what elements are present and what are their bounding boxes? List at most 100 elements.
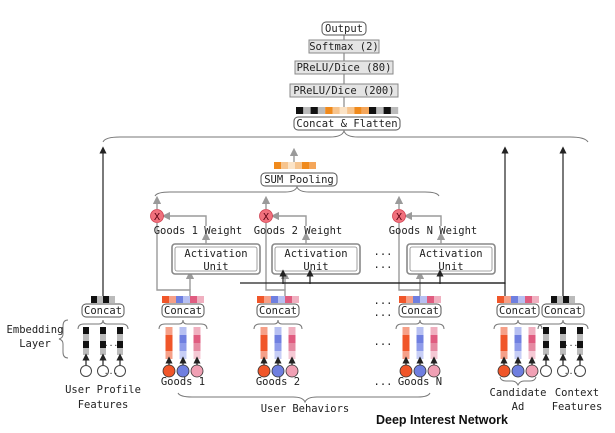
feature-node-icon [97,365,109,377]
prelu-200-layer: PReLU/Dice (200) [289,83,399,98]
concat-vector-cell [504,296,511,303]
pooled-vector-cell [281,162,288,169]
concat-vector-cell [162,296,169,303]
concat-vector-cell [434,296,441,303]
embedding-cell [179,327,187,335]
svg-text:Softmax (2): Softmax (2) [309,41,379,53]
embedding-cell [83,327,89,334]
goods-feature-icon [257,364,271,378]
activation-unit-label-1: Activation [284,248,347,260]
svg-text:Concat & Flatten: Concat & Flatten [296,118,397,130]
ellipsis-au-1: ... [374,246,393,258]
concat-vector-cell [197,296,204,303]
embedding-cell [416,351,424,359]
concat-label: Concat [259,305,297,317]
concat-vector-cell [420,296,427,303]
multiply-symbol: X [154,212,160,223]
flat-vector-cell [325,107,333,114]
embedding-cell [416,327,424,335]
concat-vector-cell [109,296,115,303]
embedding-cell [260,327,268,335]
embedding-cell [193,351,201,359]
goods-1-group: Concat [158,296,208,378]
group-brace [253,319,303,330]
concat-vector-cell [264,296,271,303]
embedding-cell [430,335,438,343]
concat-vector-cell [569,296,575,303]
concat-vector-cell [292,296,299,303]
multiply-symbol: X [396,212,402,223]
embedding-cell [500,327,508,335]
flat-vector-cell [303,107,311,114]
flattened-embedding-vector [296,107,399,114]
group-brace [537,319,589,330]
goods-feature-icon [413,364,427,378]
embedding-layer-label-1: Embedding [7,324,64,336]
svg-text:SUM Pooling: SUM Pooling [264,174,334,186]
candidate-ad-label-2: Ad [512,401,525,413]
concat-box [398,303,442,318]
concat-box [496,303,540,318]
feature-node-icon [540,365,552,377]
concat-box [81,303,125,318]
embedding-cell [274,343,282,351]
embedding-cell [430,327,438,335]
group-brace [77,319,129,330]
user-profile-label-1: User Profile [65,384,141,396]
embedding-cell [83,341,89,348]
activation-unit-label-1: Activation [184,248,247,260]
concat-label: Concat [544,305,582,317]
flat-vector-cell [339,107,348,114]
concat-vector-cell [183,296,190,303]
embedding-cell [528,351,536,359]
embedding-cell [500,343,508,351]
multiply-icon [150,209,164,223]
group-ellipsis: ... [104,339,118,348]
embedding-cell [117,334,123,341]
multiply-icon [392,209,406,223]
embedding-cell [430,343,438,351]
flat-vector-cell [317,107,326,114]
flat-vector-cell [361,107,369,114]
pooled-vector-cell [302,162,309,169]
context-label-1: Context [555,387,599,399]
prelu-80-layer: PReLU/Dice (80) [294,60,394,75]
svg-text:PReLU/Dice (200): PReLU/Dice (200) [293,85,394,97]
goods-1-label: Goods 1 [161,376,205,388]
concat-flatten-node: Concat & Flatten [293,116,401,131]
concat-vector-cell [190,296,197,303]
embedding-cell [500,335,508,343]
flat-vector-cell [296,107,304,114]
softmax-layer: Softmax (2) [308,39,380,54]
activation-unit-inner [174,246,258,272]
concat-vector-cell [427,296,434,303]
embedding-cell [260,335,268,343]
flat-vector-cell [332,107,340,114]
embedding-cell [100,341,106,348]
concat-vector-cell [406,296,413,303]
concat-box [256,303,300,318]
activation-unit-inner [274,246,358,272]
embedding-cell [288,351,296,359]
concat-vector-cell [285,296,292,303]
embedding-cell [514,335,522,343]
goods-feature-icon [497,364,511,378]
candidate-ad-group: Concat [493,296,543,378]
embedding-cell [528,335,536,343]
activation-unit-label-2: Unit [438,261,463,273]
weight-to-multiply-arrow [403,211,442,226]
group-ellipsis: ... [104,367,118,376]
sum-pooling-node: SUM Pooling [260,172,338,187]
embedding-cell [416,343,424,351]
ellipsis-au-2: ... [374,259,393,271]
concat-vector-cell [563,296,569,303]
embedding-cell [179,335,187,343]
goods-feature-icon [285,364,299,378]
embedding-cell [402,343,410,351]
concat-vector-cell [525,296,532,303]
embedding-cell [543,348,549,355]
concat-label: Concat [164,305,202,317]
activation-unit-box [271,243,361,275]
concat-vector-cell [532,296,539,303]
embedding-cell [514,343,522,351]
